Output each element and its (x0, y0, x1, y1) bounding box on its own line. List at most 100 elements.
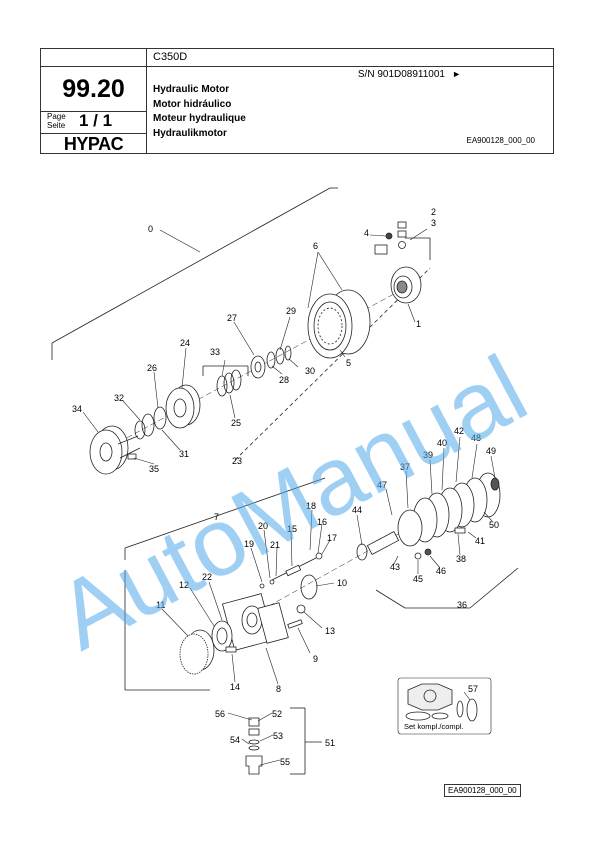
callout-35: 35 (149, 464, 159, 474)
part-33-rings (216, 369, 242, 397)
callout-31: 31 (179, 449, 189, 459)
callout-19: 19 (244, 539, 254, 549)
callout-47: 47 (377, 480, 387, 490)
part-34-flange (89, 425, 141, 475)
group-outline-33 (202, 365, 249, 376)
group-outline-7 (124, 477, 326, 691)
title-fr: Moteur hydraulique (153, 113, 246, 124)
seal-kit-box (397, 677, 492, 735)
callout-1: 1 (416, 319, 421, 329)
part-26-32-seals (134, 406, 167, 440)
title-de: Hydraulikmotor (153, 127, 227, 139)
callout-33: 33 (210, 347, 220, 357)
callout-12: 12 (179, 580, 189, 590)
callout-13: 13 (325, 626, 335, 636)
part-titles: Hydraulic Motor Motor hidráulico Moteur … (153, 83, 246, 141)
callout-50: 50 (489, 520, 499, 530)
callout-8: 8 (276, 684, 281, 694)
part-15-valve (259, 552, 323, 589)
callout-16: 16 (317, 517, 327, 527)
part-13-9-screws (287, 604, 306, 629)
part-14-plug (225, 646, 237, 653)
callout-labels: 0 1 2 3 4 5 6 7 8 9 10 11 12 13 14 15 16… (72, 207, 499, 767)
page-label-line-0: Page (47, 112, 66, 121)
callout-38: 38 (456, 554, 466, 564)
callout-49: 49 (486, 446, 496, 456)
leader-lines (82, 228, 496, 766)
part-10-oring (300, 574, 318, 600)
callout-22: 22 (202, 572, 212, 582)
callout-30: 30 (305, 366, 315, 376)
callout-28: 28 (279, 375, 289, 385)
callout-53: 53 (273, 731, 283, 741)
callout-51: 51 (325, 738, 335, 748)
page-label-line-1: Seite (47, 121, 66, 130)
part-24-seal (165, 384, 201, 429)
callout-4: 4 (364, 228, 369, 238)
brand-logo: HYPAC (41, 133, 146, 154)
callout-27: 27 (227, 313, 237, 323)
callout-24: 24 (180, 338, 190, 348)
callout-48: 48 (471, 433, 481, 443)
serial-text: S/N 901D08911001 (357, 69, 445, 80)
part-27-30-washers (250, 345, 292, 379)
callout-2: 2 (431, 207, 436, 217)
callout-9: 9 (313, 654, 318, 664)
callout-45: 45 (413, 574, 423, 584)
callout-17: 17 (327, 533, 337, 543)
callout-44: 44 (352, 505, 362, 515)
callout-55: 55 (280, 757, 290, 767)
section-code: 99.20 (41, 66, 146, 112)
callout-5: 5 (346, 358, 351, 368)
serial-number: S/N 901D08911001 ► (146, 66, 553, 81)
callout-41: 41 (475, 536, 485, 546)
serial-arrow-icon: ► (452, 69, 461, 79)
callout-43: 43 (390, 562, 400, 572)
callout-18: 18 (306, 501, 316, 511)
callout-3: 3 (431, 218, 436, 228)
group-outline-0 (51, 187, 431, 461)
callout-34: 34 (72, 404, 82, 414)
callout-0: 0 (148, 224, 153, 234)
page-value: 1 / 1 (79, 111, 113, 130)
callout-37: 37 (400, 462, 410, 472)
callout-32: 32 (114, 393, 124, 403)
callout-36: 36 (457, 600, 467, 610)
callout-23: 23 (232, 456, 242, 466)
group-outline-51 (290, 707, 322, 775)
set-label: Set kompl./compl. (404, 722, 464, 731)
callout-54: 54 (230, 735, 240, 745)
footer-drawing-ref: EA900128_000_00 (444, 784, 521, 797)
drawing-ref: EA900128_000_00 (466, 136, 535, 145)
callout-42: 42 (454, 426, 464, 436)
callout-29: 29 (286, 306, 296, 316)
callout-20: 20 (258, 521, 268, 531)
callout-52: 52 (272, 709, 282, 719)
title-en: Hydraulic Motor (153, 84, 230, 95)
callout-11: 11 (156, 600, 165, 610)
callout-10: 10 (337, 578, 347, 588)
callout-15: 15 (287, 524, 297, 534)
callout-25: 25 (231, 418, 241, 428)
callout-14: 14 (230, 682, 240, 692)
callout-40: 40 (437, 438, 447, 448)
callout-46: 46 (436, 566, 446, 576)
callout-26: 26 (147, 363, 157, 373)
callout-6: 6 (313, 241, 318, 251)
part-11-gear (179, 620, 233, 675)
part-5-bearing (307, 289, 371, 359)
part-1-hub (390, 266, 422, 304)
machine-model: C350D (153, 51, 188, 63)
callout-39: 39 (423, 450, 433, 460)
part-4-key (374, 221, 407, 255)
callout-21: 21 (270, 540, 280, 550)
part-36-motor-assembly (356, 472, 501, 561)
callout-56: 56 (215, 709, 225, 719)
group-outline-36 (375, 567, 519, 609)
